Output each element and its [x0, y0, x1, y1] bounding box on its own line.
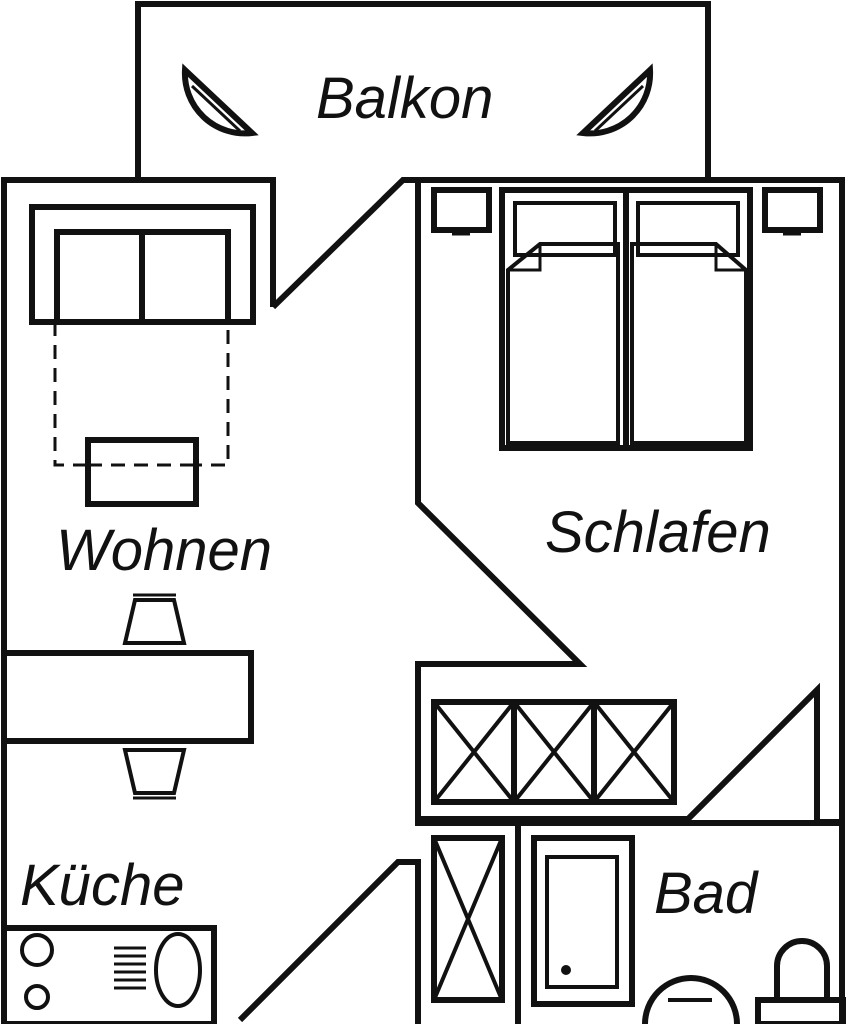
balcony-walls [135, 1, 711, 180]
armchair-icon-right [576, 63, 654, 137]
chair-icon-bottom [122, 748, 187, 800]
armchair-icon-left [181, 63, 259, 137]
bed-icon [499, 187, 753, 451]
kitchen-area [1, 925, 217, 1024]
room-label-balkon: Balkon [316, 66, 493, 131]
sink-icon [114, 932, 202, 1008]
toilet-icon [755, 938, 846, 1024]
room-label-schlafen: Schlafen [545, 500, 771, 565]
room-label-kueche: Küche [20, 853, 184, 918]
stove-icon [20, 933, 54, 1010]
kitchen-counter [1, 925, 217, 1024]
bath-wall-top [415, 819, 845, 1024]
sofa-icon [29, 204, 256, 325]
wall-diagonal-balcony [270, 177, 845, 825]
chair-icon-top [122, 593, 187, 645]
wall-diagonal-kitchen [237, 859, 421, 1024]
bedroom-area [431, 187, 823, 805]
dining-table-icon [1, 650, 254, 744]
bathroom-area [431, 835, 846, 1024]
living-area [1, 204, 256, 800]
room-label-bad: Bad [654, 861, 759, 926]
outer-wall-left [1, 177, 276, 1024]
nightstand-icon-left [431, 187, 492, 236]
rug-outline [53, 322, 230, 467]
table-icon [85, 437, 199, 507]
washbasin-icon [642, 975, 740, 1024]
walls [1, 177, 845, 1024]
bathtub-icon [531, 835, 635, 1007]
room-label-wohnen: Wohnen [56, 518, 272, 583]
shower-icon [431, 835, 505, 1003]
wardrobe-icon [431, 699, 677, 805]
balcony [135, 1, 711, 180]
nightstand-icon-right [762, 187, 823, 236]
